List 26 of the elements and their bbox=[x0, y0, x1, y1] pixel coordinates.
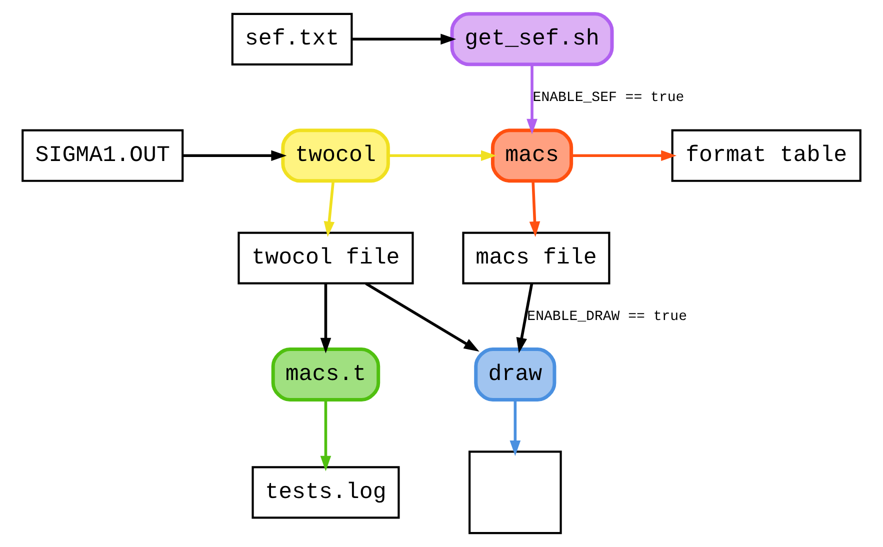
node-box: macs.t bbox=[271, 348, 380, 402]
node-box: twocol bbox=[281, 128, 390, 183]
arrow bbox=[352, 34, 456, 45]
edge-label: ENABLE_SEF == true bbox=[532, 90, 684, 106]
arrow bbox=[529, 181, 540, 237]
node-box: macs file bbox=[462, 232, 610, 284]
arrow bbox=[510, 400, 521, 456]
arrow bbox=[388, 150, 496, 162]
arrow bbox=[516, 283, 534, 354]
node-box bbox=[468, 450, 562, 534]
arrow bbox=[182, 150, 287, 162]
node-box: SIGMA1.OUT bbox=[22, 129, 184, 182]
arrow bbox=[571, 150, 677, 162]
node-box: get_sef.sh bbox=[450, 12, 614, 66]
node-box: tests.log bbox=[252, 466, 400, 519]
arrow bbox=[320, 400, 332, 472]
node-box: twocol file bbox=[238, 232, 414, 284]
edge-label: ENABLE_DRAW == true bbox=[527, 308, 687, 325]
arrow bbox=[324, 181, 335, 237]
node-box: draw bbox=[474, 348, 556, 402]
node-box: sef.txt bbox=[231, 12, 353, 66]
node-box: macs bbox=[490, 128, 574, 183]
arrow bbox=[365, 282, 480, 352]
arrow bbox=[320, 284, 332, 354]
node-box: format table bbox=[671, 129, 862, 182]
arrow bbox=[526, 64, 538, 134]
